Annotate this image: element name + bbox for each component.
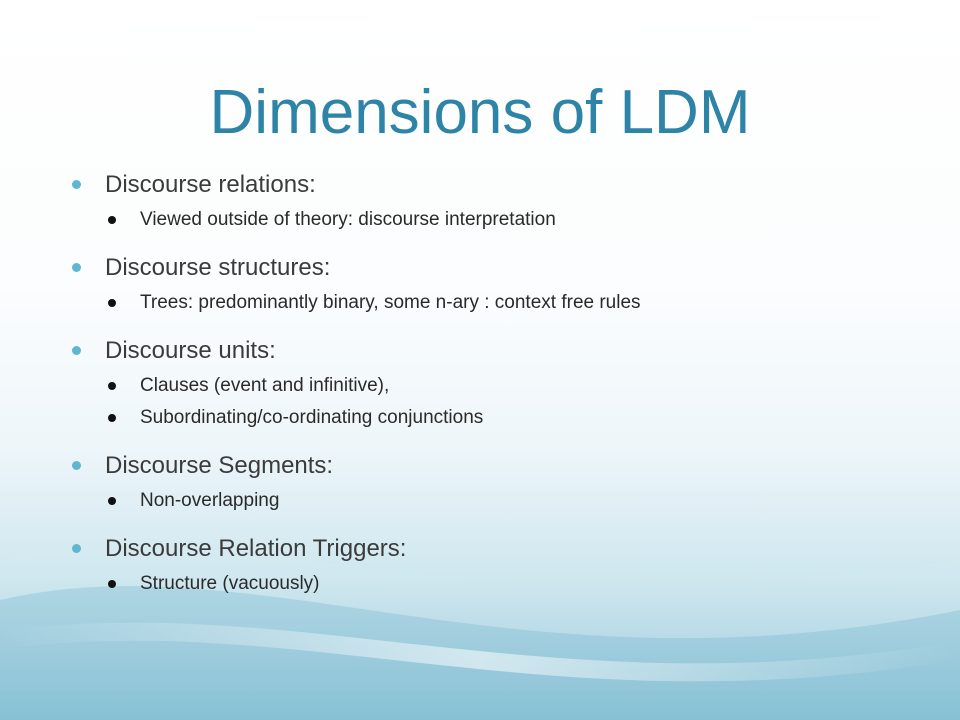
- bullet-secondary: Trees: predominantly binary, some n-ary …: [72, 287, 932, 319]
- bullet-primary-text: Discourse Segments:: [105, 452, 334, 479]
- bullet-secondary-text: Clauses (event and infinitive),: [140, 375, 390, 396]
- bullet-item: Discourse relations: Viewed outside of th…: [72, 166, 932, 236]
- bullet-secondary-text: Subordinating/co-ordinating conjunctions: [140, 407, 484, 428]
- bullet-dot-icon: [72, 180, 81, 189]
- bullet-dot-icon: [108, 497, 116, 505]
- sub-bullet-list: Non-overlapping: [72, 485, 932, 517]
- bullet-secondary-text: Non-overlapping: [140, 490, 280, 511]
- bullet-item: Discourse units: Clauses (event and infin…: [72, 332, 932, 434]
- bullet-primary-text: Discourse Relation Triggers:: [105, 535, 407, 562]
- sub-bullet-list: Clauses (event and infinitive), Subordina…: [72, 370, 932, 434]
- bullet-secondary-text: Viewed outside of theory: discourse inte…: [140, 209, 556, 230]
- bullet-primary: Discourse units:: [72, 332, 932, 370]
- bullet-secondary: Subordinating/co-ordinating conjunctions: [72, 402, 932, 434]
- bullet-secondary: Non-overlapping: [72, 485, 932, 517]
- sub-bullet-list: Structure (vacuously): [72, 568, 932, 600]
- bullet-secondary: Clauses (event and infinitive),: [72, 370, 932, 402]
- sub-bullet-list: Trees: predominantly binary, some n-ary …: [72, 287, 932, 319]
- bullet-secondary-text: Trees: predominantly binary, some n-ary …: [140, 292, 641, 313]
- bullet-primary: Discourse Relation Triggers:: [72, 530, 932, 568]
- bullet-primary: Discourse relations:: [72, 166, 932, 204]
- bullet-dot-icon: [72, 346, 81, 355]
- bullet-dot-icon: [108, 414, 116, 422]
- bullet-list: Discourse relations: Viewed outside of th…: [72, 166, 932, 613]
- bullet-dot-icon: [72, 461, 81, 470]
- bullet-primary-text: Discourse relations:: [105, 171, 316, 198]
- bullet-primary-text: Discourse structures:: [105, 254, 331, 281]
- bullet-dot-icon: [72, 263, 81, 272]
- bullet-item: Discourse Segments: Non-overlapping: [72, 447, 932, 517]
- bullet-item: Discourse structures: Trees: predominantl…: [72, 249, 932, 319]
- bullet-secondary-text: Structure (vacuously): [140, 573, 320, 594]
- sub-bullet-list: Viewed outside of theory: discourse inte…: [72, 204, 932, 236]
- bullet-dot-icon: [108, 299, 116, 307]
- bullet-secondary: Viewed outside of theory: discourse inte…: [72, 204, 932, 236]
- bullet-dot-icon: [108, 382, 116, 390]
- bullet-primary: Discourse Segments:: [72, 447, 932, 485]
- bullet-secondary: Structure (vacuously): [72, 568, 932, 600]
- slide-title: Dimensions of LDM: [209, 78, 751, 147]
- bullet-item: Discourse Relation Triggers: Structure (v…: [72, 530, 932, 600]
- bullet-primary-text: Discourse units:: [105, 337, 276, 364]
- bullet-dot-icon: [72, 544, 81, 553]
- bullet-primary: Discourse structures:: [72, 249, 932, 287]
- bullet-dot-icon: [108, 580, 116, 588]
- bullet-dot-icon: [108, 216, 116, 224]
